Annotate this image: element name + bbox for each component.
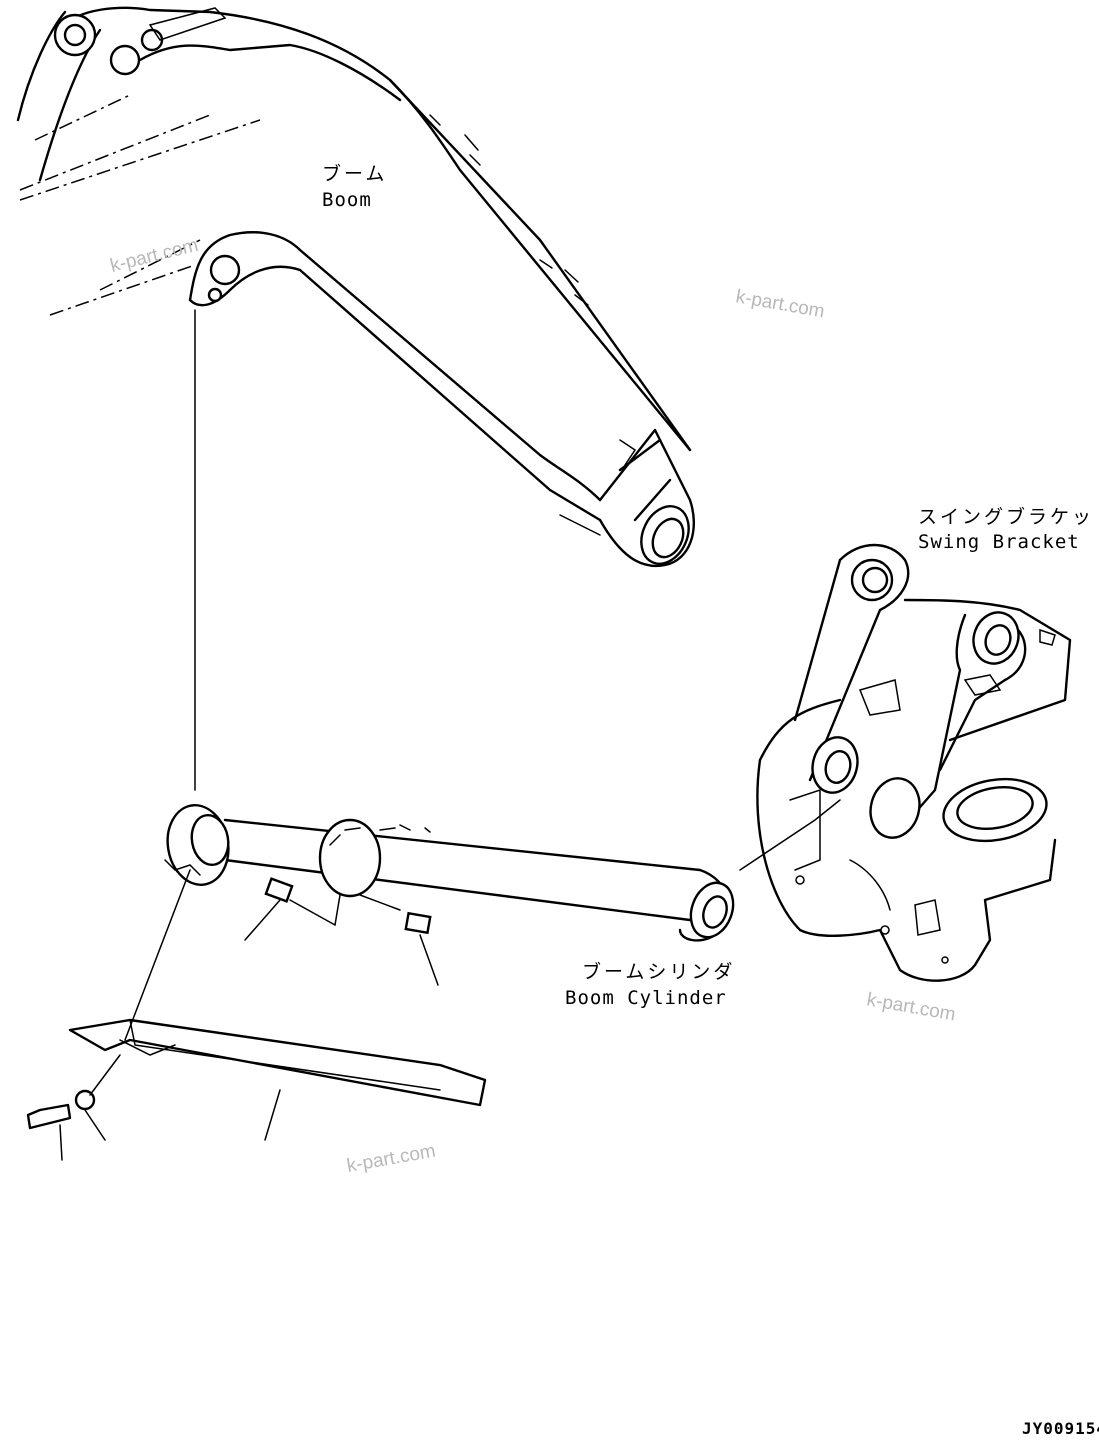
label-boom-cylinder: ブームシリンダ Boom Cylinder xyxy=(565,960,735,1009)
label-boom: ブーム Boom xyxy=(322,162,387,211)
label-boom-cylinder-jp: ブームシリンダ xyxy=(582,960,735,983)
label-swing-bracket-en: Swing Bracket xyxy=(918,531,1080,553)
watermark: k-part.com xyxy=(108,235,200,277)
boom-cylinder xyxy=(164,799,841,942)
lower-boom xyxy=(49,231,695,568)
watermark: k-part.com xyxy=(734,286,826,322)
label-swing-bracket: スイングブラケット Swing Bracket xyxy=(918,505,1099,553)
watermark: k-part.com xyxy=(345,1141,437,1177)
watermark: k-part.com xyxy=(865,989,957,1025)
swing-bracket xyxy=(756,543,1072,982)
cover-plate xyxy=(68,869,487,1141)
label-swing-bracket-jp: スイングブラケット xyxy=(918,505,1099,528)
drawing-code: JY009154 xyxy=(1022,1419,1099,1438)
label-boom-en: Boom xyxy=(322,189,372,211)
label-boom-cylinder-en: Boom Cylinder xyxy=(565,987,727,1009)
label-boom-jp: ブーム xyxy=(322,162,387,185)
small-fittings xyxy=(244,877,439,986)
bolt-washer xyxy=(26,1054,121,1161)
upper-boom xyxy=(16,6,692,452)
